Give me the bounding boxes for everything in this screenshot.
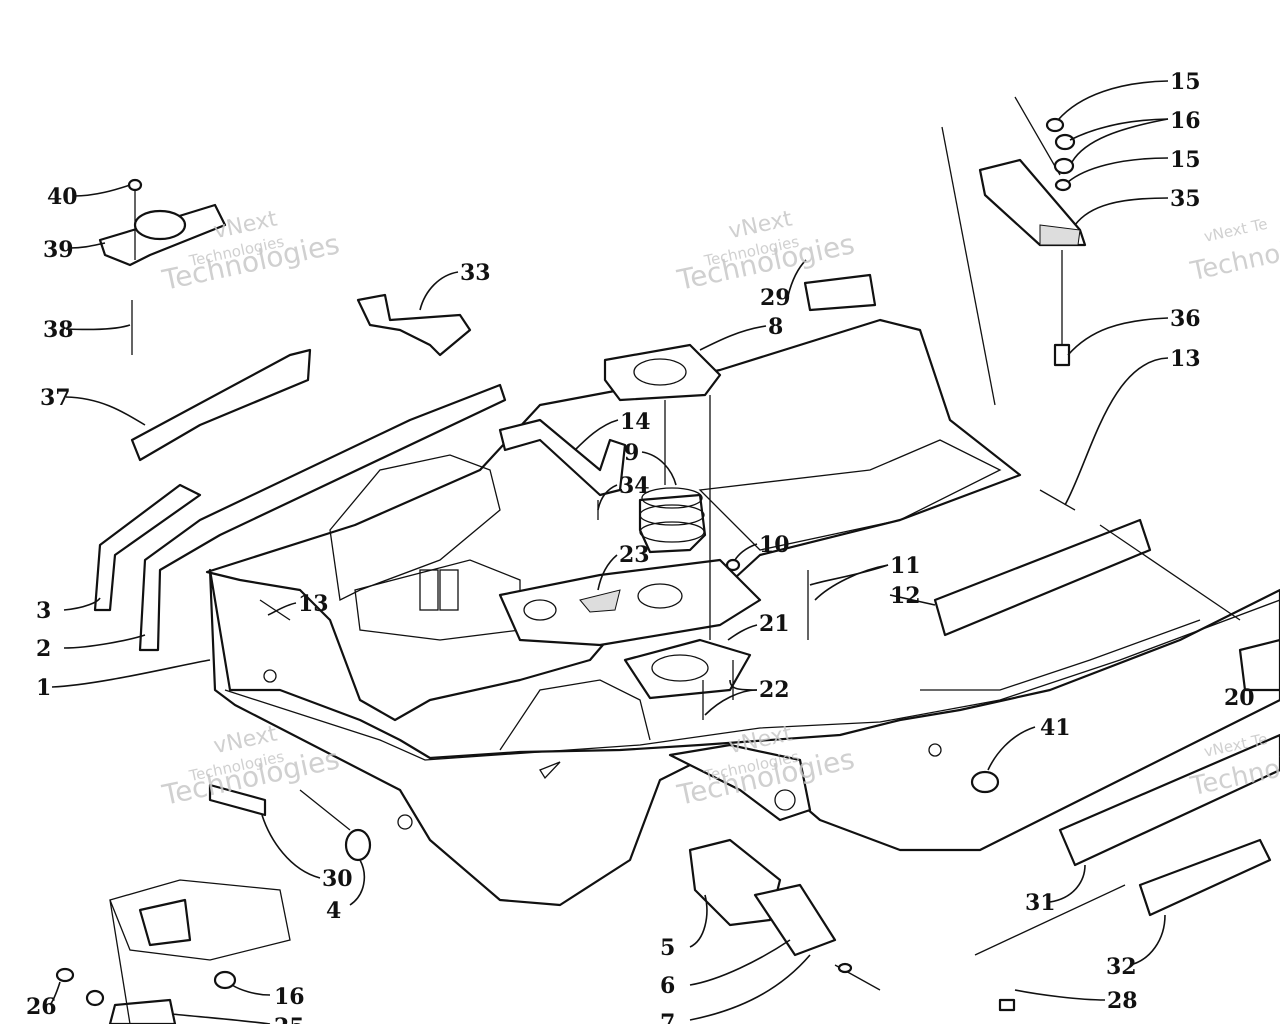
callout-40: 40 [47,184,78,210]
callout-29: 29 [760,285,791,311]
callout-21: 21 [759,611,790,637]
strip-12 [933,518,1152,637]
bracket-33 [356,293,472,357]
callout-37: 37 [40,385,71,411]
hinge-39 [98,178,227,355]
callout-20: 20 [1224,685,1255,711]
strip-37 [130,348,312,462]
callout-4: 4 [326,898,341,924]
callout-33: 33 [460,260,491,286]
callout-34: 34 [619,473,650,499]
watermark-right-top: vNext Te Technolo [1187,215,1280,288]
callout-23: 23 [619,542,650,568]
fasteners [208,273,1241,1012]
leader-lines [49,80,1169,1024]
callout-35: 35 [1170,186,1201,212]
svg-text:vNext Te: vNext Te [1202,215,1269,246]
callout-41: 41 [1040,715,1071,741]
callout-6: 6 [660,973,675,999]
callout-28: 28 [1107,988,1138,1014]
lower-left-detail [55,879,291,1024]
callout-9: 9 [624,440,639,466]
callout-30: 30 [322,866,353,892]
callout-12: 12 [890,583,921,609]
callout-3: 3 [36,598,51,624]
handle-rails [93,383,507,652]
callout-1: 1 [36,675,51,701]
callout-10: 10 [759,532,790,558]
callout-22: 22 [759,677,790,703]
callout-16-top: 16 [1170,108,1201,134]
callout-38: 38 [43,317,74,343]
steering-plates [603,343,752,700]
callout-8: 8 [768,314,783,340]
callout-32: 32 [1106,954,1137,980]
callout-25: 25 [274,1014,305,1024]
bracket-35-assembly [941,96,1087,406]
callout-14: 14 [620,409,651,435]
callout-2: 2 [36,636,51,662]
callout-11: 11 [890,553,921,579]
callout-15-top: 15 [1170,69,1201,95]
belly-pan-assembly [205,318,1280,907]
svg-text:Technolo: Technolo [1187,234,1280,287]
right-side-parts [1058,638,1280,917]
callout-5: 5 [660,935,675,961]
callout-labels: 15 16 15 35 36 13 40 39 38 37 33 29 8 14… [26,69,1255,1024]
callout-13-right: 13 [1170,346,1201,372]
callout-26: 26 [26,994,57,1020]
bracket-14 [498,418,627,497]
callout-16-bottom: 16 [274,984,305,1010]
callout-39: 39 [43,237,74,263]
callout-13-left: 13 [298,591,329,617]
callout-31: 31 [1025,890,1056,916]
callout-36: 36 [1170,306,1201,332]
callout-7: 7 [660,1010,675,1024]
watermark-top-left: vNext Technologies Technologies [159,206,343,297]
callout-15-mid: 15 [1170,147,1201,173]
cowl-parts-5-6-7 [688,838,881,991]
